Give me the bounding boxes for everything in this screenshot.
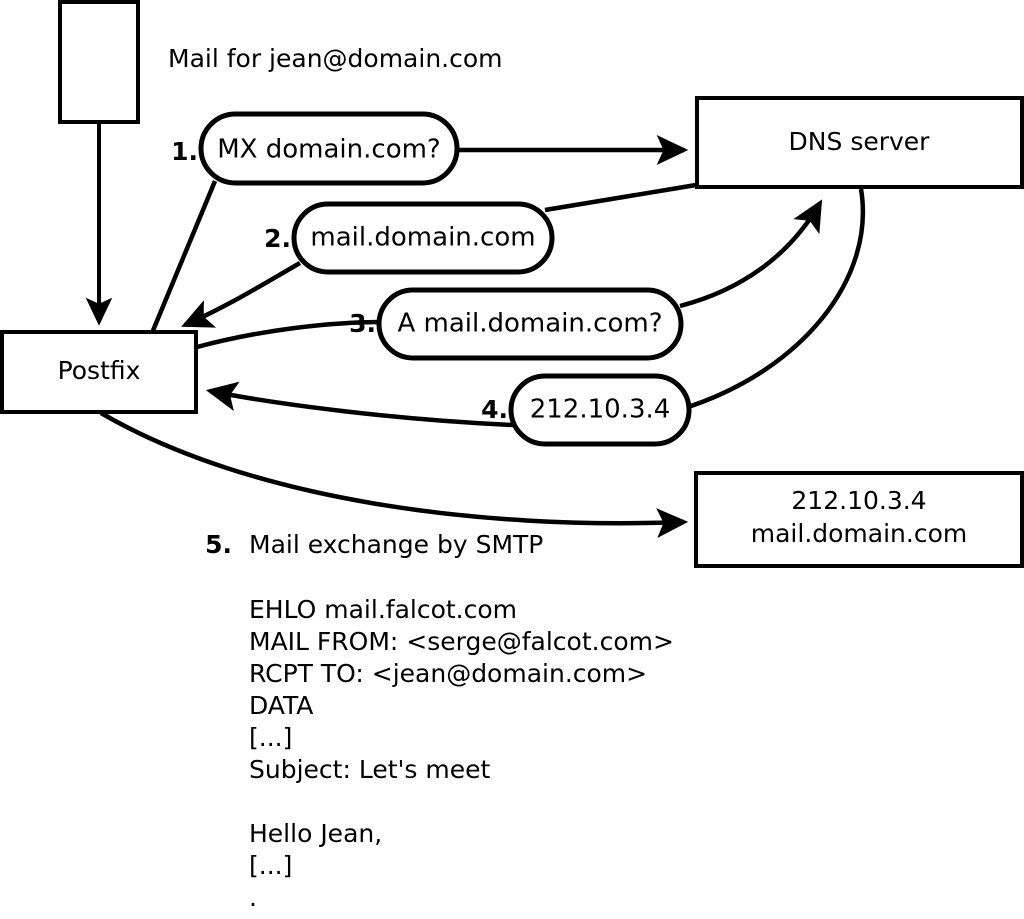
bubble-step-4[interactable] [508,373,692,447]
bubble-step-2[interactable] [291,201,555,275]
bubble-step-1-label: MX domain.com? [217,135,440,165]
node-mail-server[interactable] [694,471,1024,568]
smtp-line-subject: Subject: Let's meet [249,755,491,784]
smtp-line-data: DATA [249,691,314,720]
edge-bubble2-to-postfix [181,261,302,328]
bubble-step-2-label: mail.domain.com [310,223,535,253]
smtp-line-ellipsis-body: [...] [249,851,293,880]
smtp-transcript: EHLO mail.falcot.com MAIL FROM: <serge@f… [249,594,674,914]
edge-dns-to-bubble2 [544,182,697,213]
node-postfix[interactable] [0,330,198,414]
smtp-line-rcpt-to: RCPT TO: <jean@domain.com> [249,659,648,688]
node-dns-server-label: DNS server [789,127,931,156]
bubble-step-3-label: A mail.domain.com? [398,309,663,339]
smtp-line-greeting: Hello Jean, [249,819,383,848]
edge-dns-to-bubble4 [687,188,866,410]
node-mail-server-ip: 212.10.3.4 [791,486,926,515]
smtp-line-terminator: . [249,883,257,912]
node-mail-client[interactable] [58,0,140,124]
edge-bubble3-to-dns [679,199,823,309]
edge-postfix-to-mailserver [99,411,689,539]
smtp-line-ellipsis-headers: [...] [249,723,293,752]
node-mail-server-host: mail.domain.com [751,519,967,548]
step-5-label: Mail exchange by SMTP [249,530,543,559]
node-postfix-label: Postfix [58,356,141,385]
step-number-1: 1. [171,137,198,166]
bubble-step-1[interactable] [198,111,460,186]
smtp-line-ehlo: EHLO mail.falcot.com [249,595,518,624]
edge-bubble4-to-postfix [205,381,514,428]
node-dns-server[interactable] [695,96,1024,189]
step-number-4: 4. [481,395,508,424]
smtp-line-blank [249,786,674,818]
edge-postfix-to-bubble1 [149,180,218,334]
bubble-step-4-label: 212.10.3.4 [530,395,671,425]
header-note: Mail for jean@domain.com [168,44,503,73]
step-number-2: 2. [264,224,291,253]
bubble-step-3[interactable] [376,287,684,361]
step-number-3: 3. [349,309,376,338]
smtp-line-mail-from: MAIL FROM: <serge@falcot.com> [249,627,674,656]
edge-postfix-to-bubble3 [196,319,384,350]
step-number-5: 5. [205,530,232,559]
